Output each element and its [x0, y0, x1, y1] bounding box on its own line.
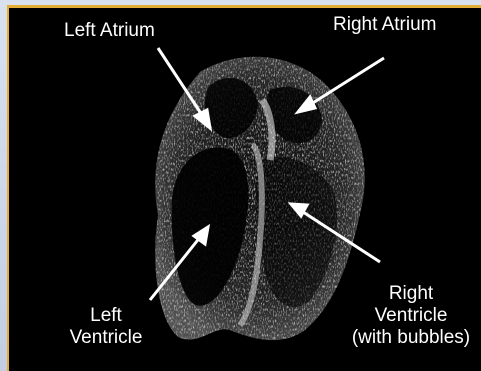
left-ventricle-label-line2: Ventricle	[56, 327, 156, 349]
left-ventricle-label-line1: Left	[56, 305, 156, 327]
left-ventricle-label: Left Ventricle	[56, 305, 156, 349]
left-atrium-label: Left Atrium	[64, 20, 155, 42]
right-ventricle-label-line3: (with bubbles)	[341, 327, 481, 349]
right-ventricle-label: Right Ventricle (with bubbles)	[341, 283, 481, 349]
right-ventricle-label-line2: Ventricle	[341, 305, 481, 327]
right-ventricle-label-line1: Right	[341, 283, 481, 305]
right-atrium-label: Right Atrium	[333, 14, 436, 36]
